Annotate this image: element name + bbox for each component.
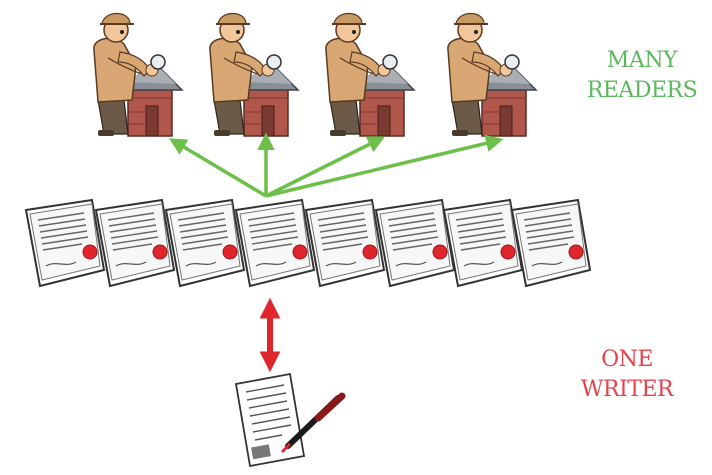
document-page-8 <box>511 199 591 287</box>
document-page-5 <box>305 199 385 287</box>
readers-label-line1: MANY <box>606 48 678 73</box>
readers-group <box>92 12 537 137</box>
document-page-6 <box>375 199 455 287</box>
reader-figure-4 <box>446 12 537 137</box>
documents-row <box>25 199 591 287</box>
writer-label-line2: WRITER <box>580 377 674 402</box>
document-page-1 <box>25 199 105 287</box>
document-page-3 <box>165 199 245 287</box>
one-writer-label: ONE WRITER <box>552 345 702 405</box>
document-page-7 <box>443 199 523 287</box>
arrow-to-reader-4 <box>265 134 504 198</box>
arrow-to-reader-1 <box>168 138 267 198</box>
reader-figure-1 <box>92 12 183 137</box>
writer-figure <box>234 372 346 468</box>
arrow-to-reader-3 <box>265 136 386 198</box>
reader-figure-3 <box>324 12 415 137</box>
readers-label-line2: READERS <box>586 78 698 103</box>
writer-label-line1: ONE <box>601 347 653 372</box>
document-page-4 <box>235 199 315 287</box>
reader-arrows <box>168 132 504 198</box>
document-page-2 <box>95 199 175 287</box>
reader-figure-2 <box>208 12 299 137</box>
many-readers-label: MANY READERS <box>572 46 712 106</box>
